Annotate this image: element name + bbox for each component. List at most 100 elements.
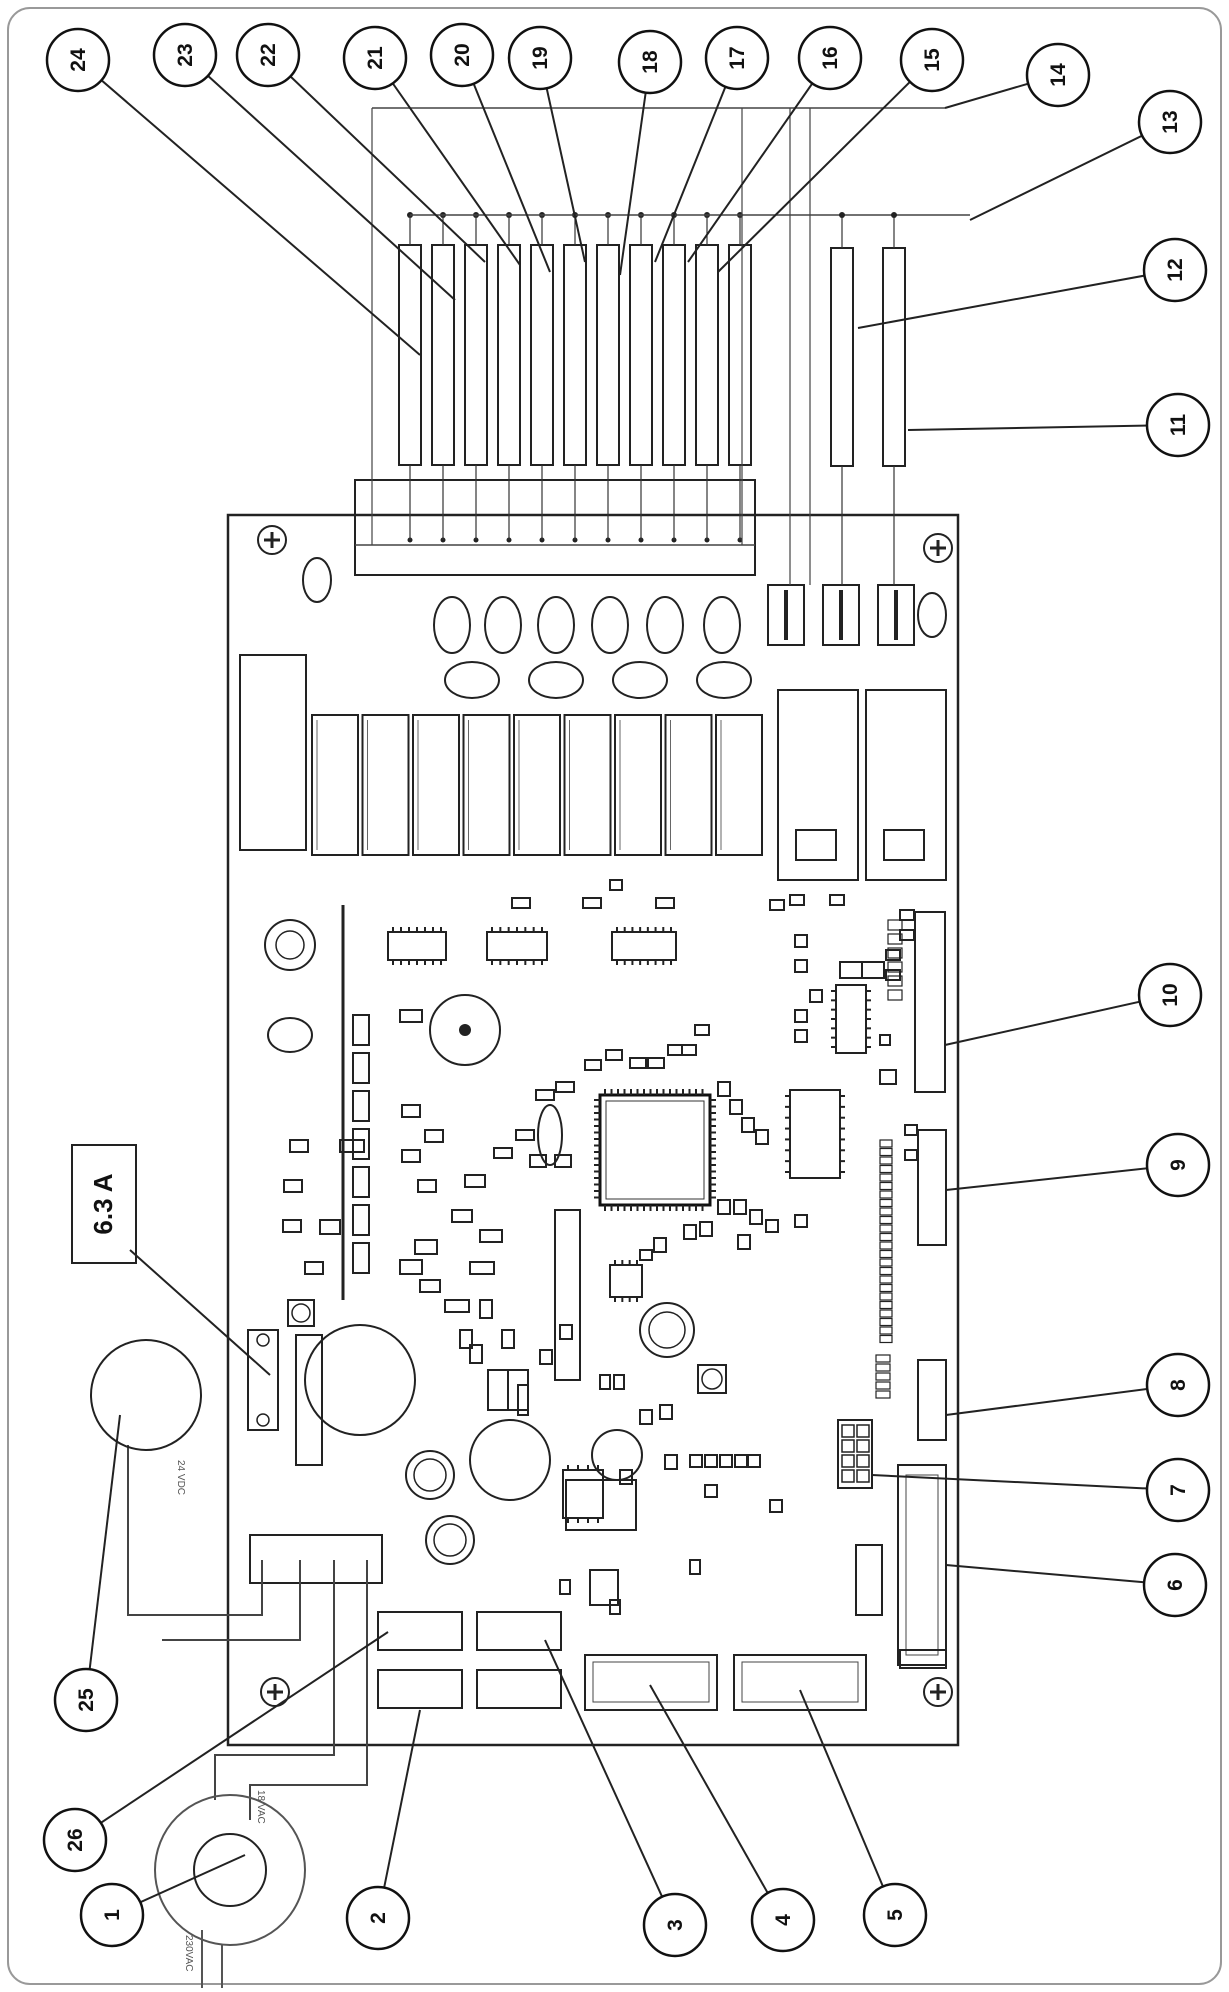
microcontroller-chip xyxy=(598,1093,712,1207)
smd-component xyxy=(559,1579,571,1595)
callout-circle-26 xyxy=(42,1807,108,1873)
callout-circle-8 xyxy=(1145,1352,1211,1418)
smd-component xyxy=(444,1299,470,1313)
pcb-board xyxy=(226,479,960,1747)
smd-component xyxy=(289,1139,309,1153)
oval-capacitor xyxy=(646,596,684,654)
leader-line-23 xyxy=(184,54,456,301)
transformer-wiring xyxy=(127,1445,368,1820)
smd-component xyxy=(419,1279,441,1293)
smd-component xyxy=(535,1089,555,1101)
relay xyxy=(614,714,662,856)
connector-4 xyxy=(584,1654,718,1711)
smd-component xyxy=(399,1009,423,1023)
strip-pin xyxy=(879,1266,893,1276)
sensor-lead xyxy=(629,244,653,466)
callout-circle-18 xyxy=(617,29,683,95)
callout-number-2: 2 xyxy=(367,1912,390,1924)
smd-component xyxy=(539,1349,553,1365)
leader-line-2 xyxy=(377,1709,421,1919)
strip-pin xyxy=(875,1363,891,1372)
ic-body xyxy=(609,1264,643,1298)
relay xyxy=(412,714,460,856)
leader-line-7 xyxy=(871,1474,1179,1491)
ic-body xyxy=(554,1209,581,1381)
smd-component xyxy=(464,1174,486,1188)
callout-number-18: 18 xyxy=(639,50,662,74)
optocoupler xyxy=(565,1479,637,1531)
smd-component xyxy=(689,1454,703,1468)
leader-line-25 xyxy=(85,1414,121,1701)
connector-8 xyxy=(917,1359,947,1441)
callout-circle-3 xyxy=(642,1892,708,1958)
callout-number-15: 15 xyxy=(921,48,944,72)
callout-16: 16 xyxy=(797,25,863,91)
callout-number-1: 1 xyxy=(101,1909,124,1921)
strip-pin xyxy=(879,1317,893,1327)
strip-pin xyxy=(879,1173,893,1182)
smd-component xyxy=(529,1154,547,1168)
callout-leaders xyxy=(74,54,1179,1926)
callout-13: 13 xyxy=(1137,89,1203,155)
strip-pin xyxy=(879,1275,893,1284)
smd-component xyxy=(511,897,531,909)
oval-capacitor xyxy=(696,661,752,699)
strip-pin xyxy=(879,1147,893,1157)
ic-body xyxy=(562,1469,604,1519)
strip-pin xyxy=(879,1249,893,1259)
smd-component xyxy=(647,1057,665,1069)
smd-component xyxy=(769,899,785,911)
power-relays xyxy=(777,689,947,881)
smd-component xyxy=(619,1469,633,1485)
relay-terminals xyxy=(767,584,915,646)
sensor-lead xyxy=(662,244,686,466)
fuse-rating-box: 6.3 A xyxy=(71,1144,137,1264)
smd-component xyxy=(733,1199,747,1215)
smd-component xyxy=(639,1249,653,1261)
callout-5: 5 xyxy=(862,1882,928,1948)
ic-body xyxy=(611,931,677,961)
smd-component xyxy=(613,1374,625,1390)
sensor-lead xyxy=(695,244,719,466)
fuse-rating-label: 6.3 A xyxy=(88,1173,118,1234)
smd-component xyxy=(584,1059,602,1071)
connector-6 xyxy=(897,1464,947,1669)
relay xyxy=(715,714,763,856)
smd-component xyxy=(765,1219,779,1233)
smd-component xyxy=(605,1049,623,1061)
sensor-lead xyxy=(431,244,455,466)
terminal-slots xyxy=(407,537,743,543)
callout-circle-25 xyxy=(53,1667,119,1733)
callout-number-3: 3 xyxy=(664,1919,687,1931)
header-pin xyxy=(887,933,903,945)
smd-component xyxy=(755,1129,769,1145)
leader-line-15 xyxy=(717,59,933,273)
callout-number-20: 20 xyxy=(451,43,474,66)
callout-number-14: 14 xyxy=(1047,63,1070,87)
pin-strip xyxy=(841,919,903,1483)
header-pin xyxy=(856,1454,870,1468)
relay xyxy=(361,714,410,856)
transformer-secondary-label: 18 VAC xyxy=(255,1790,266,1824)
strip-pin xyxy=(875,1381,891,1390)
leader-line-6 xyxy=(945,1564,1176,1586)
fuse-holder xyxy=(247,1329,323,1466)
smd-component xyxy=(794,1214,808,1228)
smd-component xyxy=(479,1299,493,1319)
ic-body xyxy=(486,931,548,961)
relay xyxy=(563,714,612,856)
smd-component xyxy=(879,1034,891,1046)
smd-component xyxy=(609,879,623,891)
strip-pin xyxy=(879,1164,893,1174)
relay xyxy=(462,714,511,856)
smd-component xyxy=(794,1029,808,1043)
callout-number-7: 7 xyxy=(1167,1484,1190,1496)
relay xyxy=(664,714,713,856)
header-pin xyxy=(887,975,903,987)
smd-component xyxy=(794,934,808,948)
callout-9: 9 xyxy=(1145,1132,1211,1198)
connector-26 xyxy=(377,1611,463,1651)
smd-component xyxy=(559,1324,573,1340)
